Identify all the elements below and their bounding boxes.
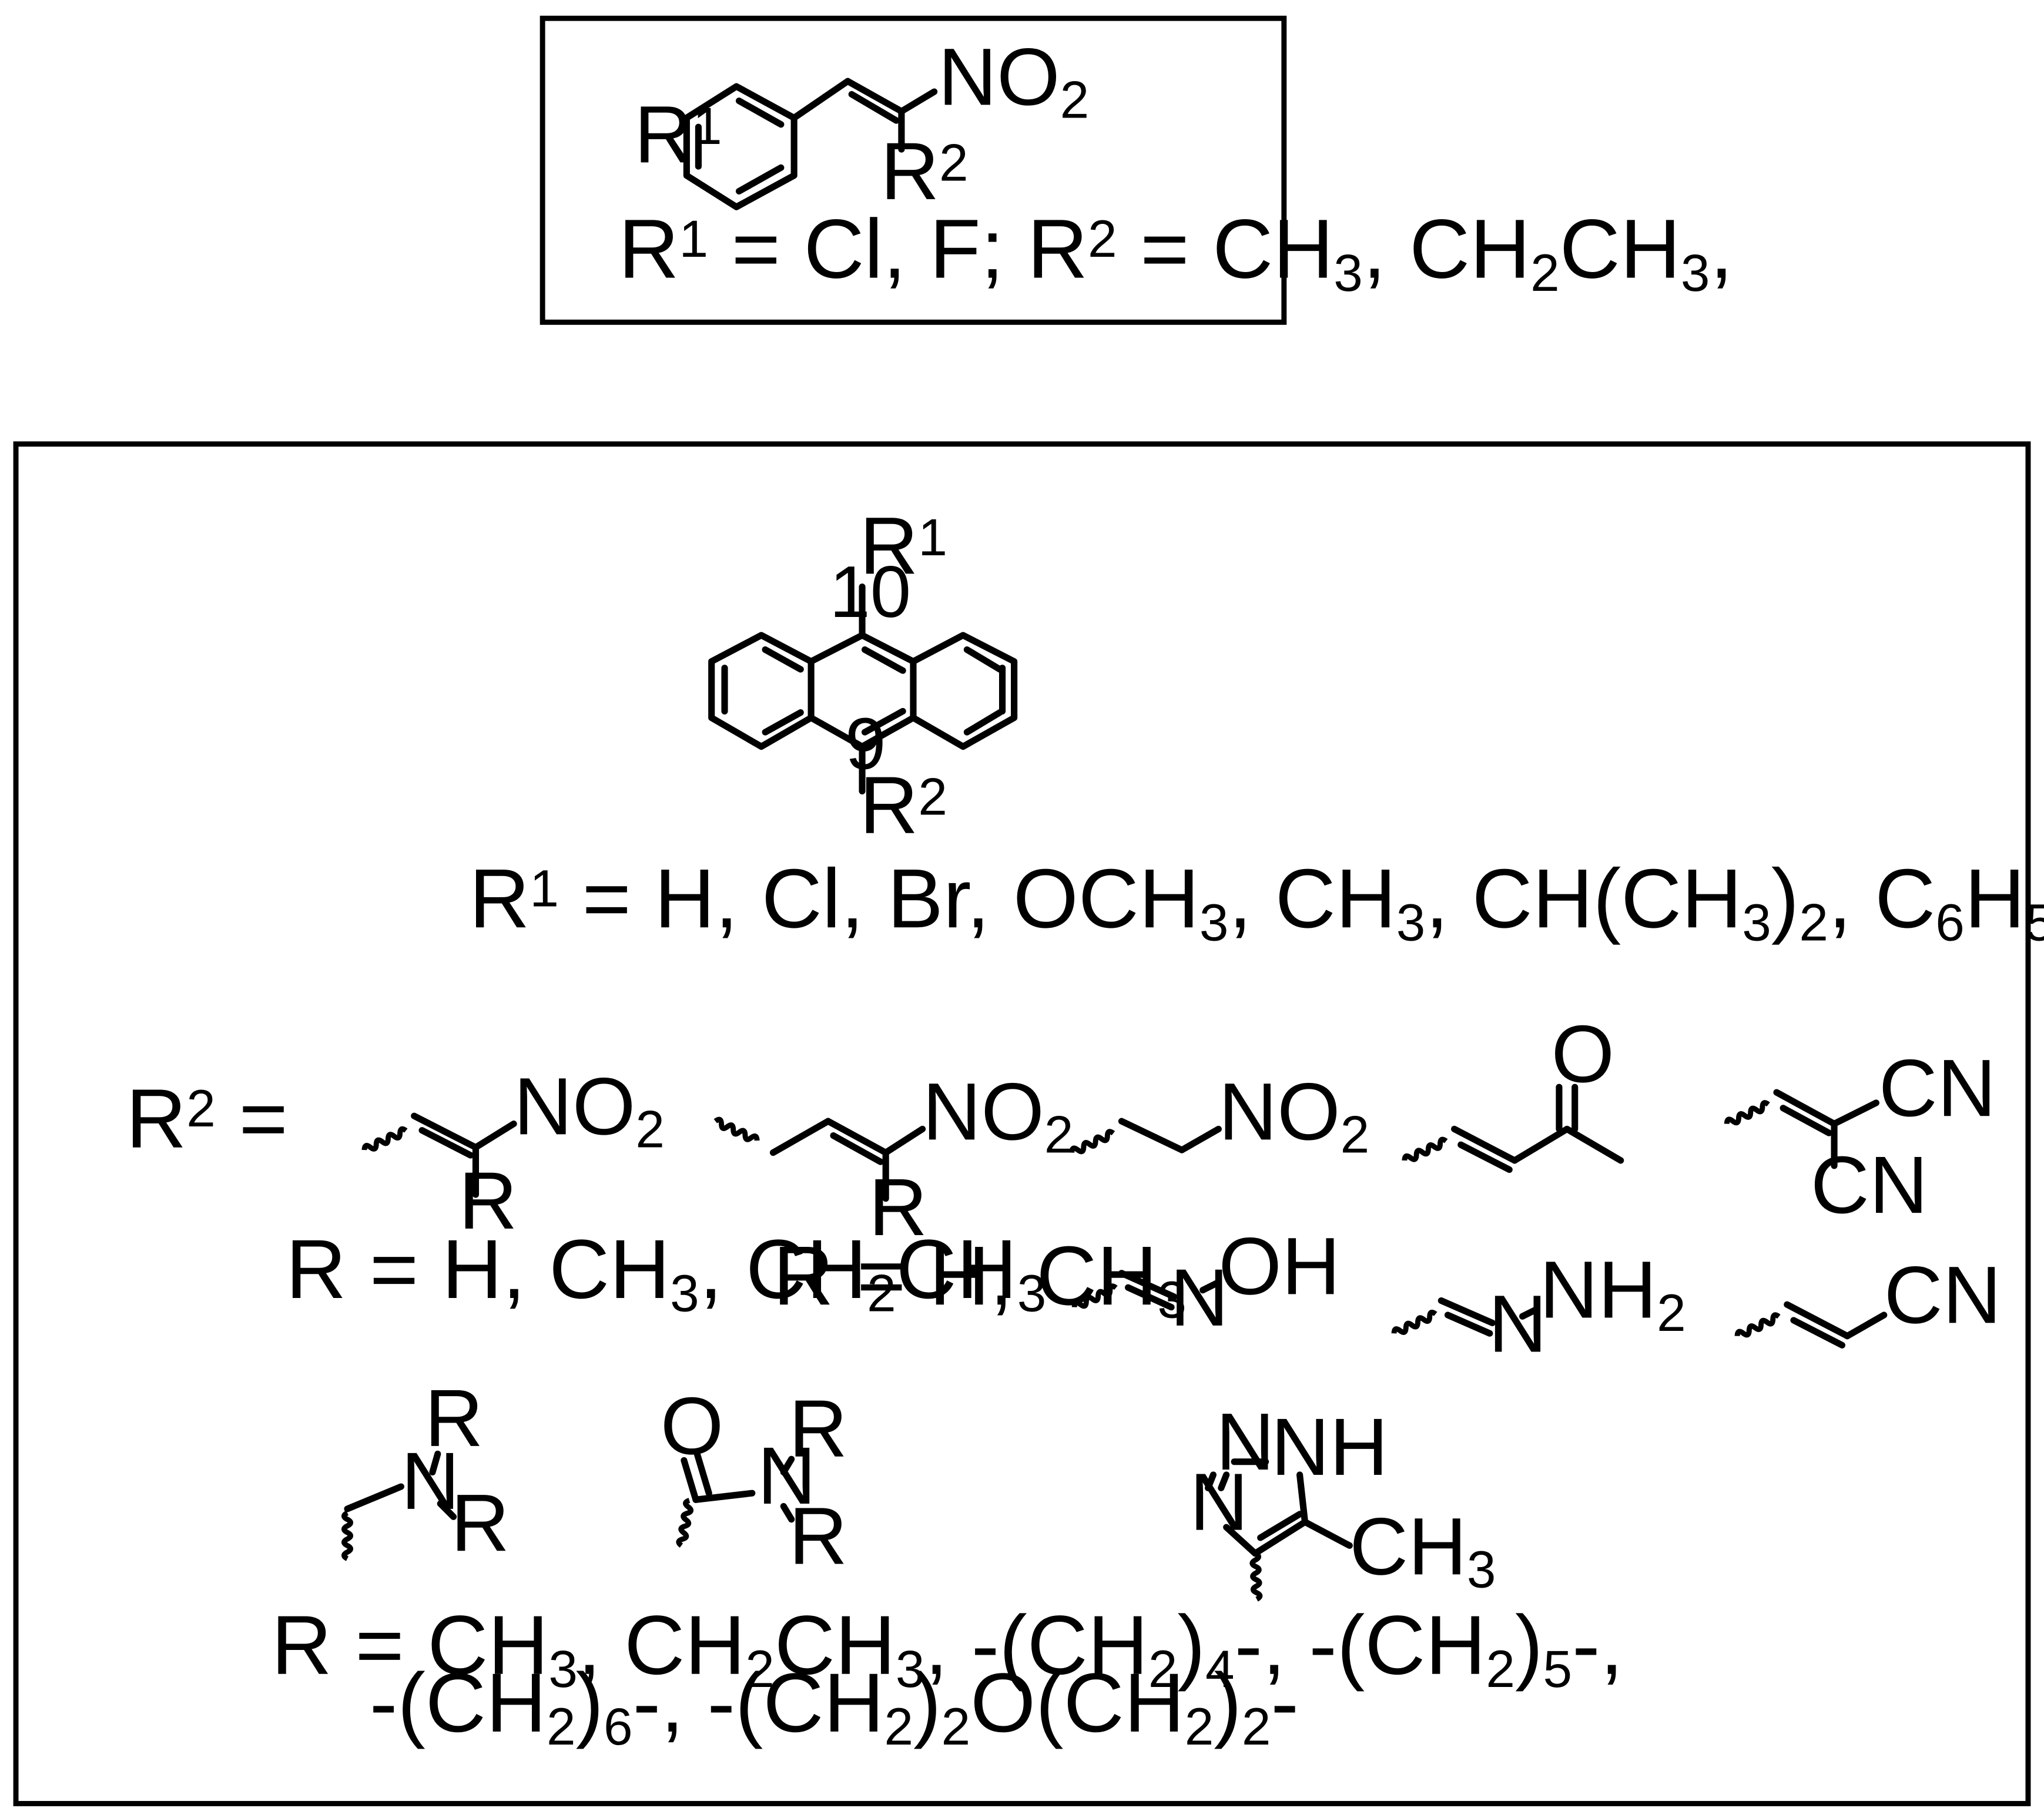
nitro-atom-label: NO2 <box>938 32 1089 129</box>
acrylonitrile-substituent: CN <box>1736 1250 2002 1349</box>
nitro-label: NO2 <box>923 1066 1074 1163</box>
hydrazone-substituent: N NH2 <box>1393 1245 1686 1369</box>
nitrovinyl-caption: R = H, CH3, CH2CH3 <box>286 1223 1046 1322</box>
nitroethyl-substituent: NO2 <box>1070 1066 1369 1164</box>
dicyanovinyl-substituent: CN CN <box>1725 1043 1996 1230</box>
r-bottom-label: R <box>789 1491 847 1582</box>
triazole-n1-label: N <box>1216 1397 1275 1487</box>
r1-atom-label: R1 <box>634 89 722 180</box>
nitrovinyl-substituent: NO2 R <box>363 1061 665 1246</box>
r-label: R <box>458 1156 517 1246</box>
r-definition-line-2: -(CH2)6-, -(CH2)2O(CH2)2- <box>370 1656 1299 1756</box>
nitrile-label: CN <box>1884 1250 2002 1340</box>
main-box: R1 10 9 R2 R1 = H, Cl, Br, OCH3, CH3, CH… <box>13 441 2044 1806</box>
hydrazone-n-label: N <box>1489 1279 1547 1369</box>
oxime-n-label: N <box>1170 1253 1229 1343</box>
r2-equals-label: R2 = <box>126 1072 288 1166</box>
anthracene-structure: R1 10 9 R2 <box>708 501 1018 851</box>
amine-n-label: N <box>401 1436 460 1527</box>
r-top-label: R <box>789 1384 847 1474</box>
nitro-label: NO2 <box>514 1061 665 1158</box>
anthracene-r1-label: R1 <box>860 501 947 591</box>
r-top-label: R <box>425 1373 484 1464</box>
carbonyl-o-label: O <box>1552 1009 1615 1099</box>
anthracene-r2-label: R2 <box>860 760 947 851</box>
top-box: R1 NO2 R2 R1 = Cl, F; R2 = CH3, CH2CH3, <box>540 15 1733 325</box>
r1-definition: R1 = H, Cl, Br, OCH3, CH3, CH(CH3)2, C6H… <box>469 852 2044 951</box>
amide-o-label: O <box>661 1381 724 1471</box>
triazole-methyl-label: CH3 <box>1349 1501 1496 1598</box>
nitro-label: NO2 <box>1218 1066 1369 1163</box>
r-bottom-label: R <box>451 1478 510 1568</box>
r-label: R <box>869 1162 927 1253</box>
top-substituent-definition: R1 = Cl, F; R2 = CH3, CH2CH3, <box>618 203 1733 302</box>
amide-n-label: N <box>758 1431 816 1521</box>
triazole-nh-label: NH <box>1271 1402 1389 1492</box>
position-10-label: 10 <box>829 551 911 633</box>
r-definition-line-1: R = CH3, CH2CH3, -(CH2)4-, -(CH2)5-, <box>272 1599 1624 1698</box>
r2-atom-label: R2 <box>880 126 968 217</box>
methyltriazole-substituent: N N NH CH3 <box>1189 1397 1496 1599</box>
nitrile-1-label: CN <box>1879 1043 1996 1133</box>
triazole-n2-label: N <box>1189 1457 1248 1548</box>
nitrostyrene-structure: R1 NO2 R2 <box>634 32 1089 216</box>
position-9-label: 9 <box>845 703 886 784</box>
oxime-substituent: N OH <box>1073 1221 1341 1343</box>
enone-substituent: O <box>1403 1009 1624 1173</box>
amide-substituent: O N R R <box>661 1381 847 1581</box>
oxime-oh-label: OH <box>1218 1221 1340 1311</box>
hydrazone-nh2-label: NH2 <box>1539 1245 1686 1341</box>
nitrile-2-label: CN <box>1811 1140 1928 1230</box>
nitroallyl-substituent: NO2 R <box>714 1066 1073 1253</box>
nitroallyl-caption: R = H, CH3 <box>773 1229 1187 1329</box>
aminomethyl-substituent: N R R <box>344 1373 510 1568</box>
